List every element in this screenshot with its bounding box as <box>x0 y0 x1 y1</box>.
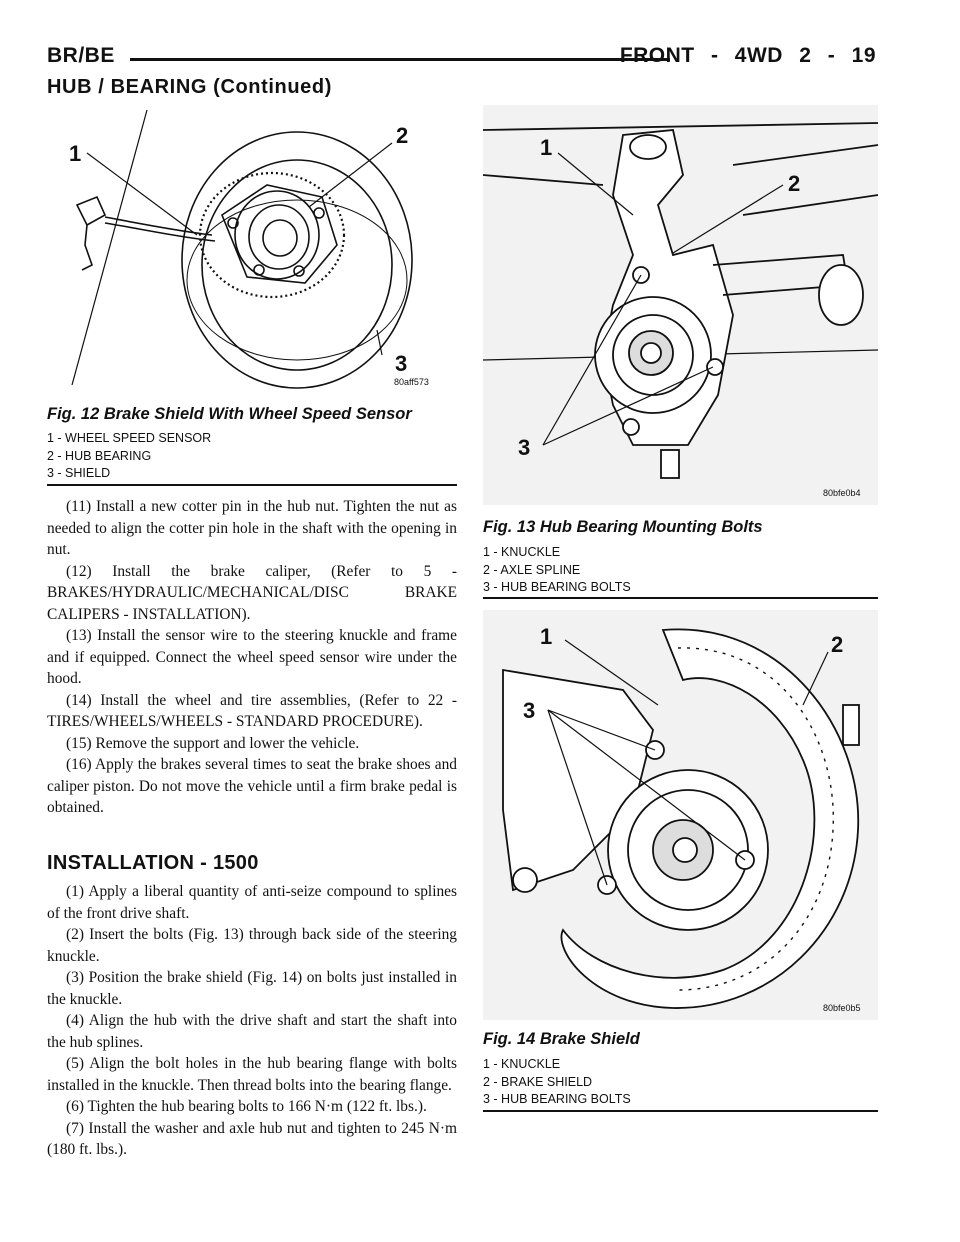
figure-13-rule <box>483 597 878 599</box>
figure-12-code: 80aff573 <box>394 377 429 387</box>
page-header-model: BR/BE <box>47 44 115 67</box>
figure-14-callout-3: 3 <box>523 698 536 723</box>
page-header-section: FRONT - 4WD 2 - 19 <box>619 44 876 67</box>
figure-12-callout-2: 2 <box>396 123 409 148</box>
step: (4) Align the hub with the drive shaft a… <box>47 1012 457 1051</box>
figure-12-callout-3: 3 <box>395 351 408 376</box>
figure-13-callout-2: 2 <box>788 171 801 196</box>
legend-item: 2 - AXLE SPLINE <box>483 562 581 577</box>
figure-12-rule <box>47 484 457 486</box>
figure-12-illustration: 1 2 3 80aff573 <box>47 105 457 405</box>
figure-12-callout-1: 1 <box>69 141 82 166</box>
step: (12) Install the brake caliper, (Refer t… <box>47 562 457 623</box>
figure-14-code: 80bfe0b5 <box>823 1003 861 1013</box>
figure-12-legend: 1 - WHEEL SPEED SENSOR 2 - HUB BEARING 3… <box>47 430 211 483</box>
figure-12-title: Fig. 12 Brake Shield With Wheel Speed Se… <box>47 405 412 423</box>
figure-14-rule <box>483 1110 878 1112</box>
step: (1) Apply a liberal quantity of anti-sei… <box>47 883 457 922</box>
figure-13-title: Fig. 13 Hub Bearing Mounting Bolts <box>483 518 763 536</box>
figure-13-callout-3: 3 <box>518 435 531 460</box>
figure-13-legend: 1 - KNUCKLE 2 - AXLE SPLINE 3 - HUB BEAR… <box>483 544 631 597</box>
installation-procedure: (1) Apply a liberal quantity of anti-sei… <box>47 881 457 1161</box>
legend-item: 1 - KNUCKLE <box>483 545 561 559</box>
legend-item: 2 - BRAKE SHIELD <box>483 1074 593 1089</box>
figure-14-legend: 1 - KNUCKLE 2 - BRAKE SHIELD 3 - HUB BEA… <box>483 1056 631 1109</box>
figure-14-illustration: 1 2 3 80bfe0b5 <box>483 610 878 1020</box>
legend-item: 3 - SHIELD <box>47 466 111 480</box>
step: (16) Apply the brakes several times to s… <box>47 756 457 816</box>
procedure-text-continued: (11) Install a new cotter pin in the hub… <box>47 496 457 819</box>
legend-item: 1 - KNUCKLE <box>483 1057 561 1071</box>
step: (11) Install a new cotter pin in the hub… <box>47 498 457 558</box>
step: (5) Align the bolt holes in the hub bear… <box>47 1055 457 1094</box>
legend-item: 3 - HUB BEARING BOLTS <box>483 580 631 594</box>
step: (13) Install the sensor wire to the stee… <box>47 627 457 687</box>
installation-heading: INSTALLATION - 1500 <box>47 852 259 874</box>
figure-13-code: 80bfe0b4 <box>823 488 861 498</box>
figure-14-callout-1: 1 <box>540 624 553 649</box>
step: (15) Remove the support and lower the ve… <box>66 734 360 752</box>
figure-13-callout-1: 1 <box>540 135 553 160</box>
figure-14-callout-2: 2 <box>831 632 844 657</box>
continued-heading: HUB / BEARING (Continued) <box>47 76 332 98</box>
step: (2) Insert the bolts (Fig. 13) through b… <box>47 926 457 965</box>
step: (3) Position the brake shield (Fig. 14) … <box>47 969 457 1008</box>
figure-13-illustration: 1 2 3 80bfe0b4 <box>482 105 879 505</box>
legend-item: 2 - HUB BEARING <box>47 448 152 463</box>
header-rule <box>130 58 670 61</box>
step: (14) Install the wheel and tire assembli… <box>47 691 457 731</box>
figure-14-title: Fig. 14 Brake Shield <box>483 1030 640 1048</box>
step: (6) Tighten the hub bearing bolts to 166… <box>66 1098 427 1115</box>
step: (7) Install the washer and axle hub nut … <box>47 1119 457 1159</box>
legend-item: 3 - HUB BEARING BOLTS <box>483 1092 631 1106</box>
legend-item: 1 - WHEEL SPEED SENSOR <box>47 431 212 445</box>
